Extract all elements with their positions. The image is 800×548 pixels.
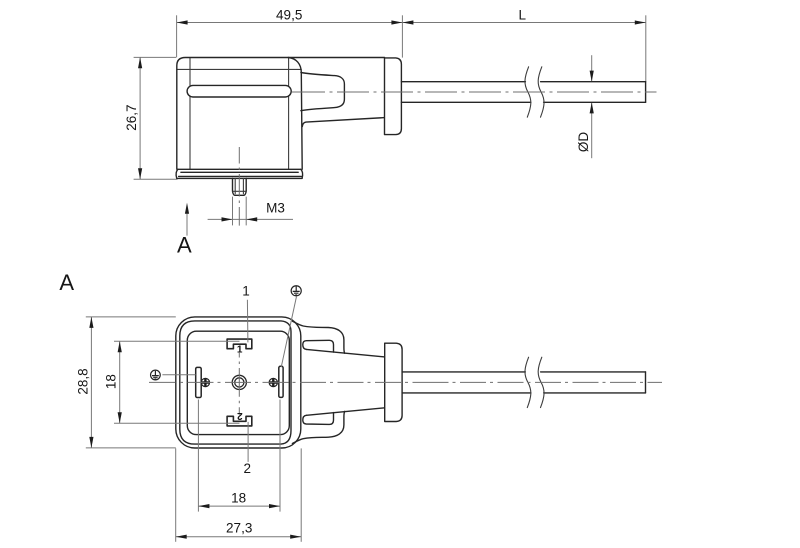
svg-text:M3: M3 <box>266 200 285 215</box>
svg-text:18: 18 <box>231 490 246 505</box>
svg-text:2: 2 <box>237 410 243 421</box>
svg-text:1: 1 <box>237 345 243 356</box>
svg-text:A: A <box>59 270 74 295</box>
svg-text:2: 2 <box>243 461 251 476</box>
svg-text:ØD: ØD <box>576 132 591 153</box>
svg-text:26,7: 26,7 <box>124 104 139 130</box>
svg-text:L: L <box>519 8 527 23</box>
svg-text:49,5: 49,5 <box>276 8 302 23</box>
svg-text:28,8: 28,8 <box>75 368 90 394</box>
svg-text:27,3: 27,3 <box>226 521 252 536</box>
svg-text:A: A <box>177 233 192 258</box>
svg-text:18: 18 <box>103 374 118 389</box>
svg-text:1: 1 <box>242 284 250 299</box>
